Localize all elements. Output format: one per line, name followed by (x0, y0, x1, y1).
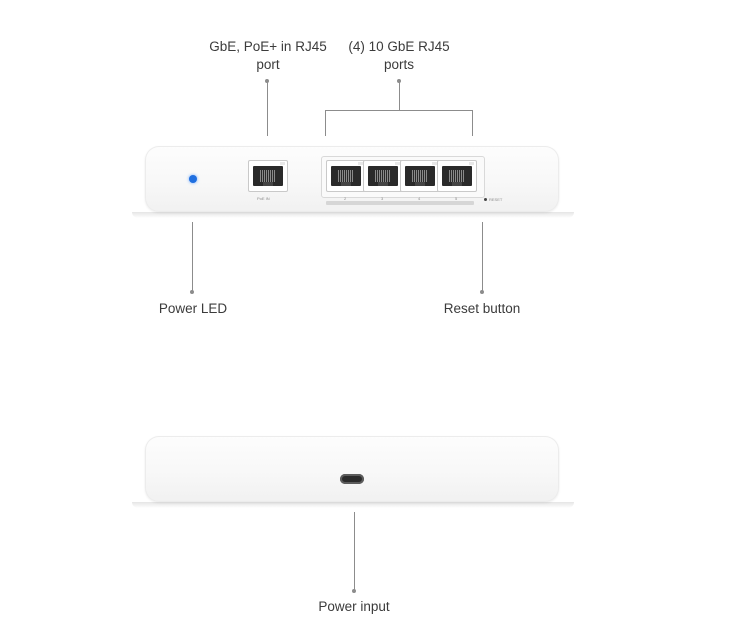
reset-hole-icon (484, 198, 487, 201)
ports-callout-line2: ports (383, 57, 414, 72)
uplink-callout-line2: port (256, 57, 280, 72)
ports-leader-dot (397, 79, 401, 83)
port-activity-led (469, 162, 474, 165)
port-number-2: 2 (344, 196, 347, 201)
uplink-port-label: PoE IN (257, 196, 270, 201)
rj45-port-5 (437, 160, 477, 192)
rj45-port-icon (368, 166, 398, 186)
power-input-leader-line (354, 512, 355, 590)
uplink-port-callout: GbE, PoE+ in RJ45 port (198, 38, 338, 74)
power-led-indicator (189, 175, 197, 183)
port-number-4: 4 (418, 196, 421, 201)
uplink-leader-dot (265, 79, 269, 83)
port-activity-led (358, 162, 363, 165)
rj45-port-icon (331, 166, 361, 186)
rj45-port-2 (326, 160, 366, 192)
power-led-leader-line (192, 222, 193, 292)
power-led-leader-dot (190, 290, 194, 294)
port-activity-led (280, 162, 285, 165)
ports-bracket-right (472, 110, 473, 136)
reset-label: RESET (489, 197, 503, 202)
reset-leader-line (482, 222, 483, 292)
back-device-shadow (132, 502, 574, 508)
rj45-port-icon (253, 166, 283, 186)
reset-button-callout: Reset button (443, 301, 521, 316)
uplink-callout-line1: GbE, PoE+ in RJ45 (209, 39, 327, 54)
ports-bracket-top (325, 110, 473, 111)
switch-front-view: PoE IN 2 3 4 5 RESET (145, 146, 559, 212)
port-indicator-bar (326, 201, 474, 205)
ports-bracket-left (325, 110, 326, 136)
power-input-callout: Power input (318, 599, 390, 614)
rj45-port-3 (363, 160, 403, 192)
switch-back-view (145, 436, 559, 502)
rj45-port-icon (442, 166, 472, 186)
ports-leader-stem (399, 80, 400, 110)
ports-callout-line1: (4) 10 GbE RJ45 (348, 39, 450, 54)
front-device-shadow (132, 212, 574, 218)
port-number-3: 3 (381, 196, 384, 201)
port-activity-led (395, 162, 400, 165)
uplink-leader-line (267, 80, 268, 136)
power-led-callout: Power LED (158, 301, 228, 316)
ports-callout: (4) 10 GbE RJ45 ports (336, 38, 462, 74)
reset-leader-dot (480, 290, 484, 294)
uplink-rj45-port (248, 160, 288, 192)
power-input-leader-dot (352, 589, 356, 593)
rj45-port-4 (400, 160, 440, 192)
port-activity-led (432, 162, 437, 165)
rj45-port-icon (405, 166, 435, 186)
port-number-5: 5 (455, 196, 458, 201)
usb-c-port-icon (340, 474, 364, 484)
